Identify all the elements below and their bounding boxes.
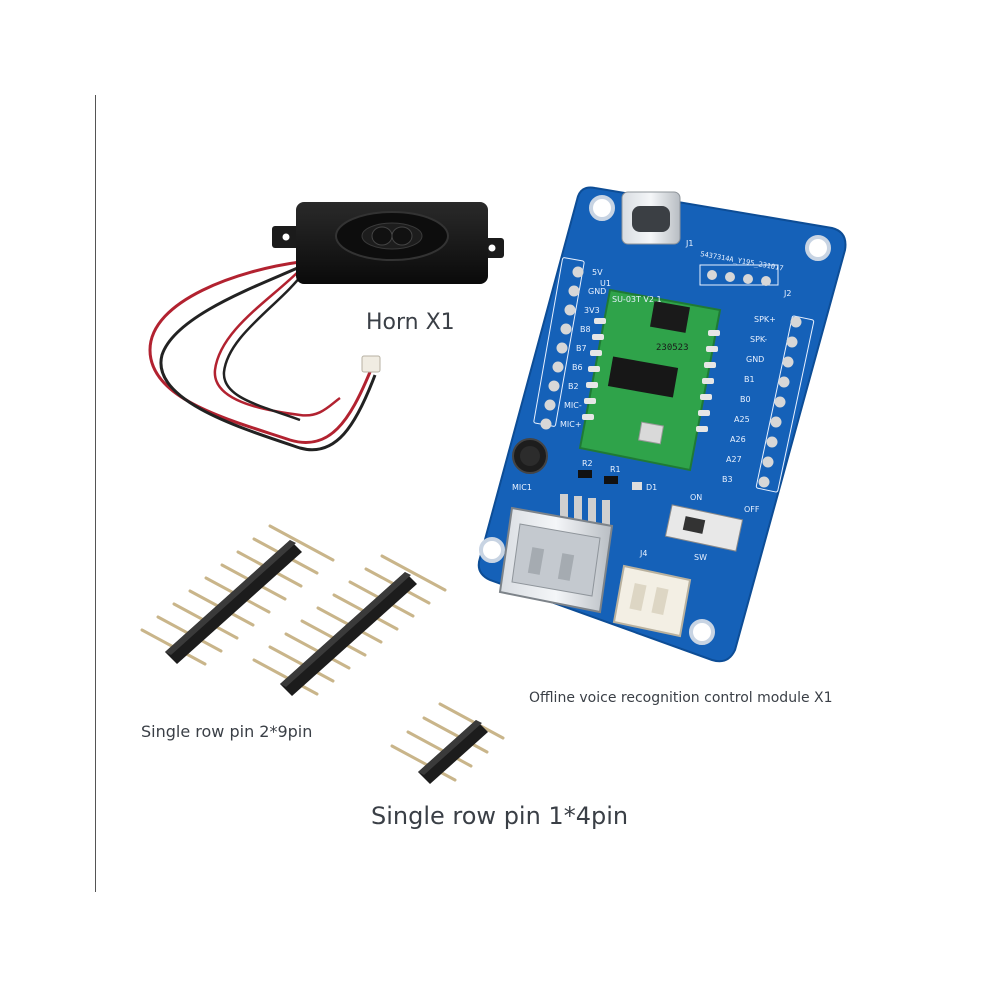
- led-d1: [632, 482, 642, 490]
- label-j4: J4: [639, 549, 647, 558]
- pin-label: B3: [722, 475, 733, 484]
- pin-label: B8: [580, 325, 591, 334]
- label-off: OFF: [744, 505, 760, 514]
- module-crystal: [638, 421, 664, 445]
- module-name: SU-03T V2.1: [612, 295, 662, 304]
- label-r1: R1: [610, 465, 621, 474]
- resistor-r2: [578, 470, 592, 478]
- resistor-r1: [604, 476, 618, 484]
- mount-hole: [589, 195, 615, 221]
- pin-label: SPK-: [750, 335, 767, 344]
- pin-label: B2: [568, 382, 579, 391]
- caption-module: Offline voice recognition control module…: [529, 690, 833, 706]
- usb-a-port: [498, 494, 614, 614]
- label-u1: U1: [600, 279, 611, 288]
- pin-label: A27: [726, 455, 742, 464]
- speaker-connector: [361, 355, 381, 373]
- left-pin-column: [533, 257, 585, 430]
- right-pin-column: [755, 315, 815, 493]
- pin-label: B1: [744, 375, 755, 384]
- slide-switch: ON OFF SW: [664, 493, 760, 562]
- label-on: ON: [690, 493, 702, 502]
- left-pin-labels: 5V GND 3V3 B8 B7 B6 B2 MIC- MIC+: [560, 268, 606, 429]
- module-chip-small: [650, 301, 690, 333]
- divider-line: [95, 95, 96, 892]
- pin-label: B0: [740, 395, 751, 404]
- label-r2: R2: [582, 459, 593, 468]
- voice-module-board: 5437314A_Y195_231017 J1 J2 5V GND 3V3 B8…: [477, 186, 847, 663]
- pin-label: B7: [576, 344, 587, 353]
- mount-hole: [805, 235, 831, 261]
- caption-horn: Horn X1: [366, 310, 455, 335]
- speaker-wire-black: [159, 264, 377, 452]
- pin-label: GND: [588, 287, 606, 296]
- pin-label: MIC-: [564, 401, 582, 410]
- caption-pin-2x9: Single row pin 2*9pin: [141, 722, 313, 741]
- pin-label: A25: [734, 415, 750, 424]
- right-pin-labels: SPK+ SPK- GND B1 B0 A25 A26 A27 B3: [722, 315, 776, 484]
- pin-header-1x4: [390, 702, 505, 784]
- pin-label: 3V3: [584, 306, 600, 315]
- su03t-module: SU-03T V2.1 U1 230523: [578, 279, 722, 472]
- pin-header-strip-2: [252, 554, 447, 696]
- label-sw: SW: [694, 553, 707, 562]
- pin-label: SPK+: [754, 315, 776, 324]
- mount-hole: [689, 619, 715, 645]
- label-mic: MIC1: [512, 483, 532, 492]
- label-j2: J2: [783, 289, 791, 298]
- jst-connector: J4: [612, 549, 692, 638]
- speaker: [148, 202, 504, 452]
- pin-label: MIC+: [560, 420, 582, 429]
- speaker-wire-red: [148, 260, 372, 444]
- module-chip-main: [607, 356, 679, 398]
- module-date: 230523: [656, 343, 689, 353]
- pin-label: GND: [746, 355, 764, 364]
- j2-header-pads: [699, 264, 779, 286]
- mount-hole: [479, 537, 505, 563]
- pin-header-strip-1: [140, 524, 335, 666]
- pin-label: B6: [572, 363, 583, 372]
- caption-pin-1x4: Single row pin 1*4pin: [371, 802, 629, 830]
- pin-label: A26: [730, 435, 746, 444]
- label-j1: J1: [685, 239, 693, 248]
- microphone: MIC1: [512, 438, 548, 492]
- pin-label: 5V: [592, 268, 603, 277]
- label-d1: D1: [646, 483, 657, 492]
